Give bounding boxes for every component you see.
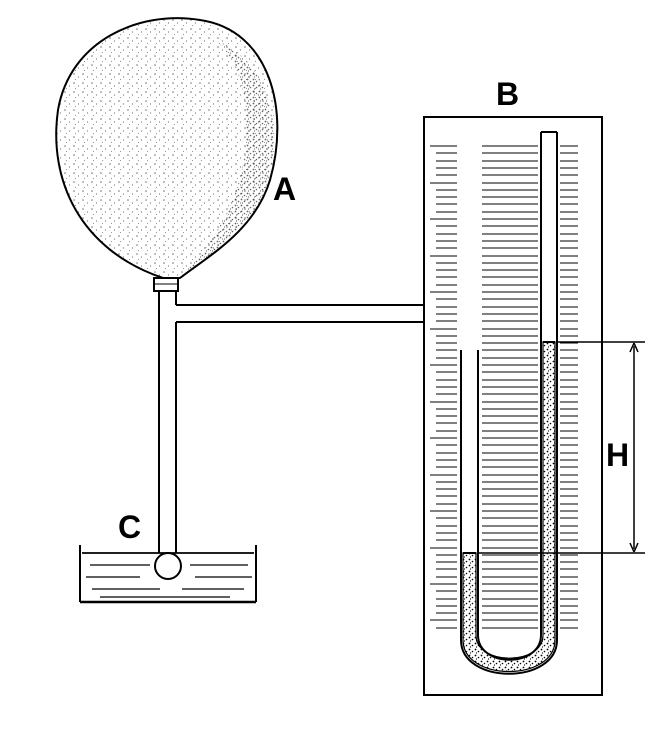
flask-bulb — [55, 17, 279, 279]
water-dish — [79, 545, 257, 604]
manometer-b — [423, 116, 603, 696]
flask-shading — [185, 40, 274, 272]
label-a: A — [273, 171, 296, 207]
label-b: B — [496, 76, 519, 112]
height-marker — [478, 341, 645, 554]
flask-a — [55, 17, 279, 292]
label-h: H — [606, 437, 629, 473]
bulb-c — [154, 552, 182, 580]
scale-lines — [430, 145, 578, 629]
label-c: C — [118, 509, 141, 545]
